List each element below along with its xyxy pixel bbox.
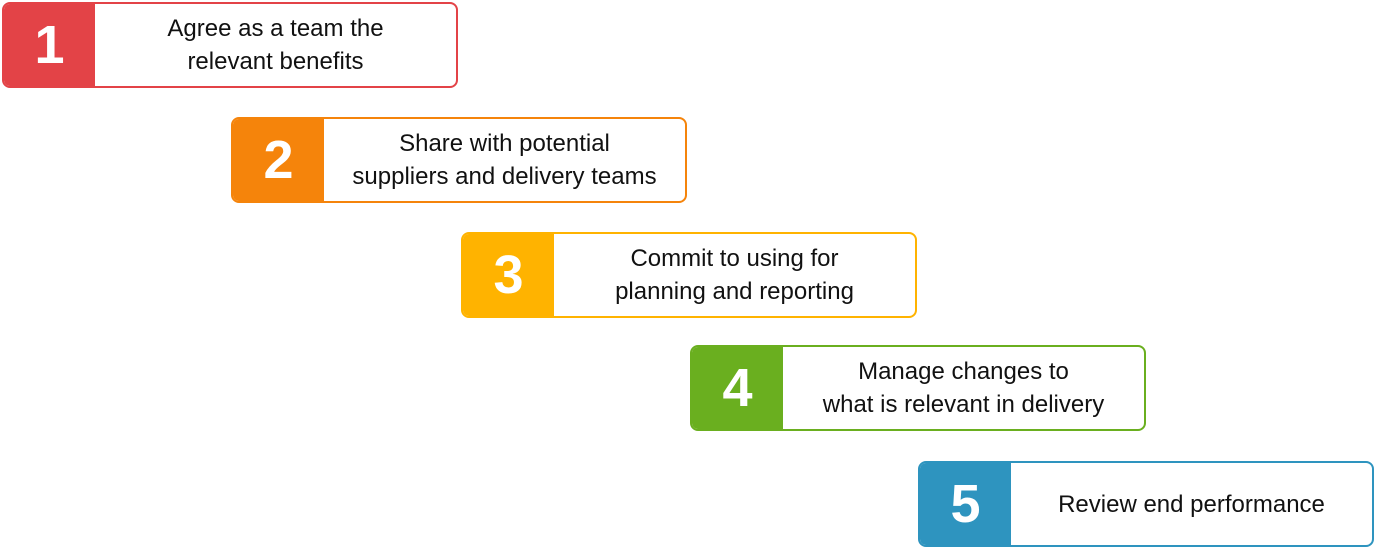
step-3: 3 Commit to using for planning and repor… xyxy=(461,232,917,318)
step-1: 1 Agree as a team the relevant benefits xyxy=(2,2,458,88)
step-1-text-line-1: Agree as a team the xyxy=(167,15,384,42)
step-5-text: Review end performance xyxy=(1011,463,1372,545)
step-2-text-line-2: suppliers and delivery teams xyxy=(352,163,657,190)
step-2-number-badge: 2 xyxy=(233,119,324,201)
step-1-text-line-2: relevant benefits xyxy=(187,48,364,75)
step-4-text-line-2: what is relevant in delivery xyxy=(822,391,1105,418)
step-2: 2 Share with potential suppliers and del… xyxy=(231,117,687,203)
step-4: 4 Manage changes to what is relevant in … xyxy=(690,345,1146,431)
step-5-number-badge: 5 xyxy=(920,463,1011,545)
step-4-text-line-1: Manage changes to xyxy=(858,358,1069,385)
step-5: 5 Review end performance xyxy=(918,461,1374,547)
step-1-number-badge: 1 xyxy=(4,4,95,86)
step-4-text: Manage changes to what is relevant in de… xyxy=(783,347,1144,429)
step-2-text: Share with potential suppliers and deliv… xyxy=(324,119,685,201)
step-3-number-badge: 3 xyxy=(463,234,554,316)
step-1-text: Agree as a team the relevant benefits xyxy=(95,4,456,86)
step-3-text: Commit to using for planning and reporti… xyxy=(554,234,915,316)
step-3-text-line-1: Commit to using for xyxy=(630,245,839,272)
step-4-number-badge: 4 xyxy=(692,347,783,429)
step-2-text-line-1: Share with potential xyxy=(399,130,610,157)
step-3-text-line-2: planning and reporting xyxy=(615,278,854,305)
step-5-text-line-1: Review end performance xyxy=(1058,490,1325,518)
